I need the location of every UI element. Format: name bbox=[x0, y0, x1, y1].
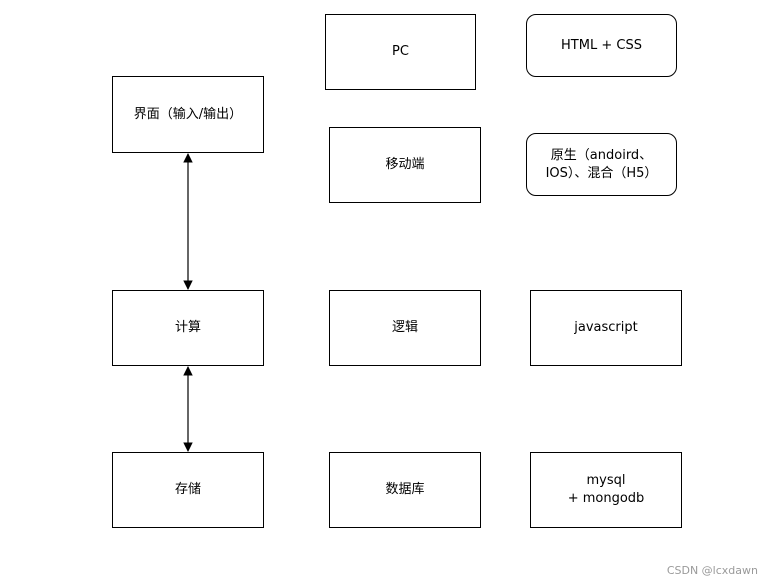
node-compute: 计算 bbox=[112, 290, 264, 366]
node-mysql-mongodb-label: mysql + mongodb bbox=[567, 473, 645, 506]
node-logic: 逻辑 bbox=[329, 290, 481, 366]
node-database: 数据库 bbox=[329, 452, 481, 528]
node-native-hybrid-label: 原生（andoird、 IOS）、混合（H5） bbox=[545, 147, 658, 181]
node-mobile-label: 移动端 bbox=[385, 157, 425, 172]
node-native-hybrid: 原生（andoird、 IOS）、混合（H5） bbox=[526, 133, 677, 196]
node-javascript: javascript bbox=[530, 290, 682, 366]
node-html-css-label: HTML + CSS bbox=[561, 37, 642, 53]
node-javascript-label: javascript bbox=[574, 320, 638, 335]
node-interface: 界面（输入/输出） bbox=[112, 76, 264, 153]
node-mysql-mongodb: mysql + mongodb bbox=[530, 452, 682, 528]
node-pc-label: PC bbox=[392, 44, 409, 59]
node-logic-label: 逻辑 bbox=[391, 320, 418, 335]
watermark: CSDN @lcxdawn bbox=[666, 564, 758, 577]
node-storage-label: 存储 bbox=[174, 482, 201, 497]
node-mobile: 移动端 bbox=[329, 127, 481, 203]
node-storage: 存储 bbox=[112, 452, 264, 528]
node-compute-label: 计算 bbox=[174, 320, 201, 335]
node-pc: PC bbox=[325, 14, 476, 90]
node-interface-label: 界面（输入/输出） bbox=[133, 106, 243, 122]
node-html-css: HTML + CSS bbox=[526, 14, 677, 77]
node-database-label: 数据库 bbox=[385, 482, 425, 497]
